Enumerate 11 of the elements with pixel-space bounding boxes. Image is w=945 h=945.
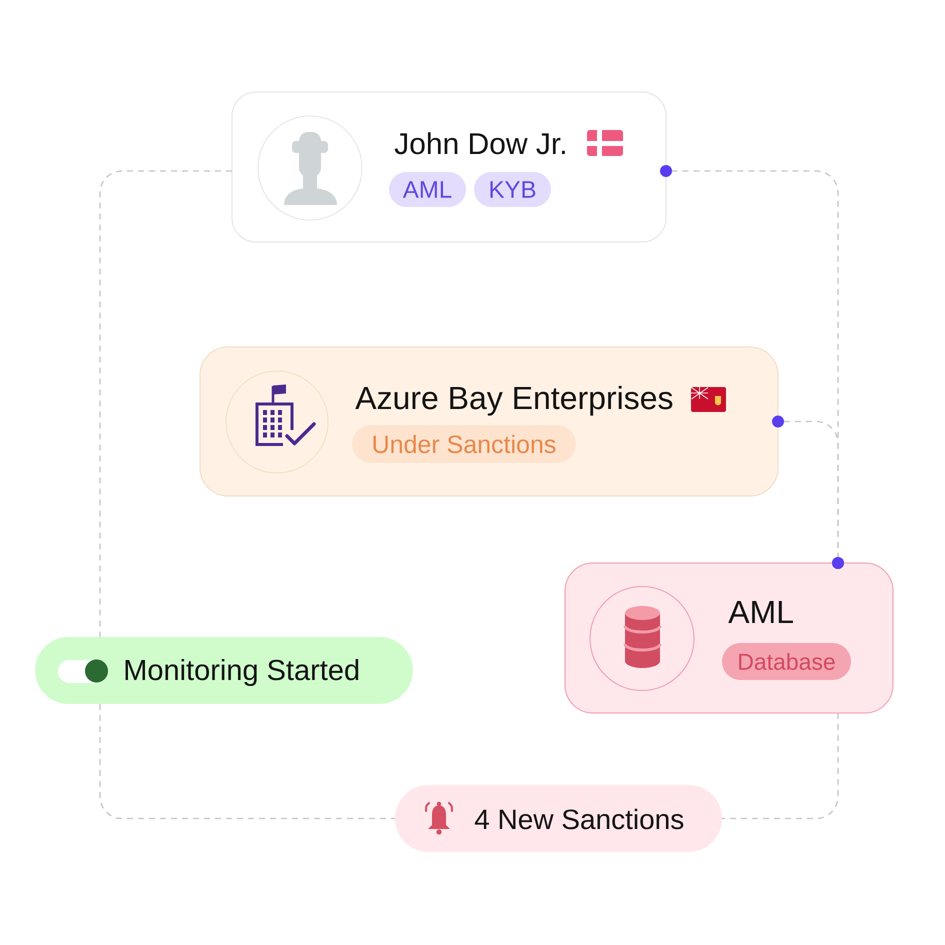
connector (99, 170, 232, 637)
heading: AML (728, 601, 793, 623)
heading: John Dow Jr. (394, 132, 565, 154)
heading: Azure Bay Enterprises (355, 386, 672, 416)
tag-pill: Database (722, 643, 851, 680)
connector (772, 416, 844, 569)
alert-text: 4 New Sanctions (474, 808, 684, 830)
connector (722, 713, 839, 820)
status-text: Monitoring Started (126, 659, 358, 686)
connector (99, 704, 395, 820)
tag-pill: Under Sanctions (352, 425, 576, 463)
